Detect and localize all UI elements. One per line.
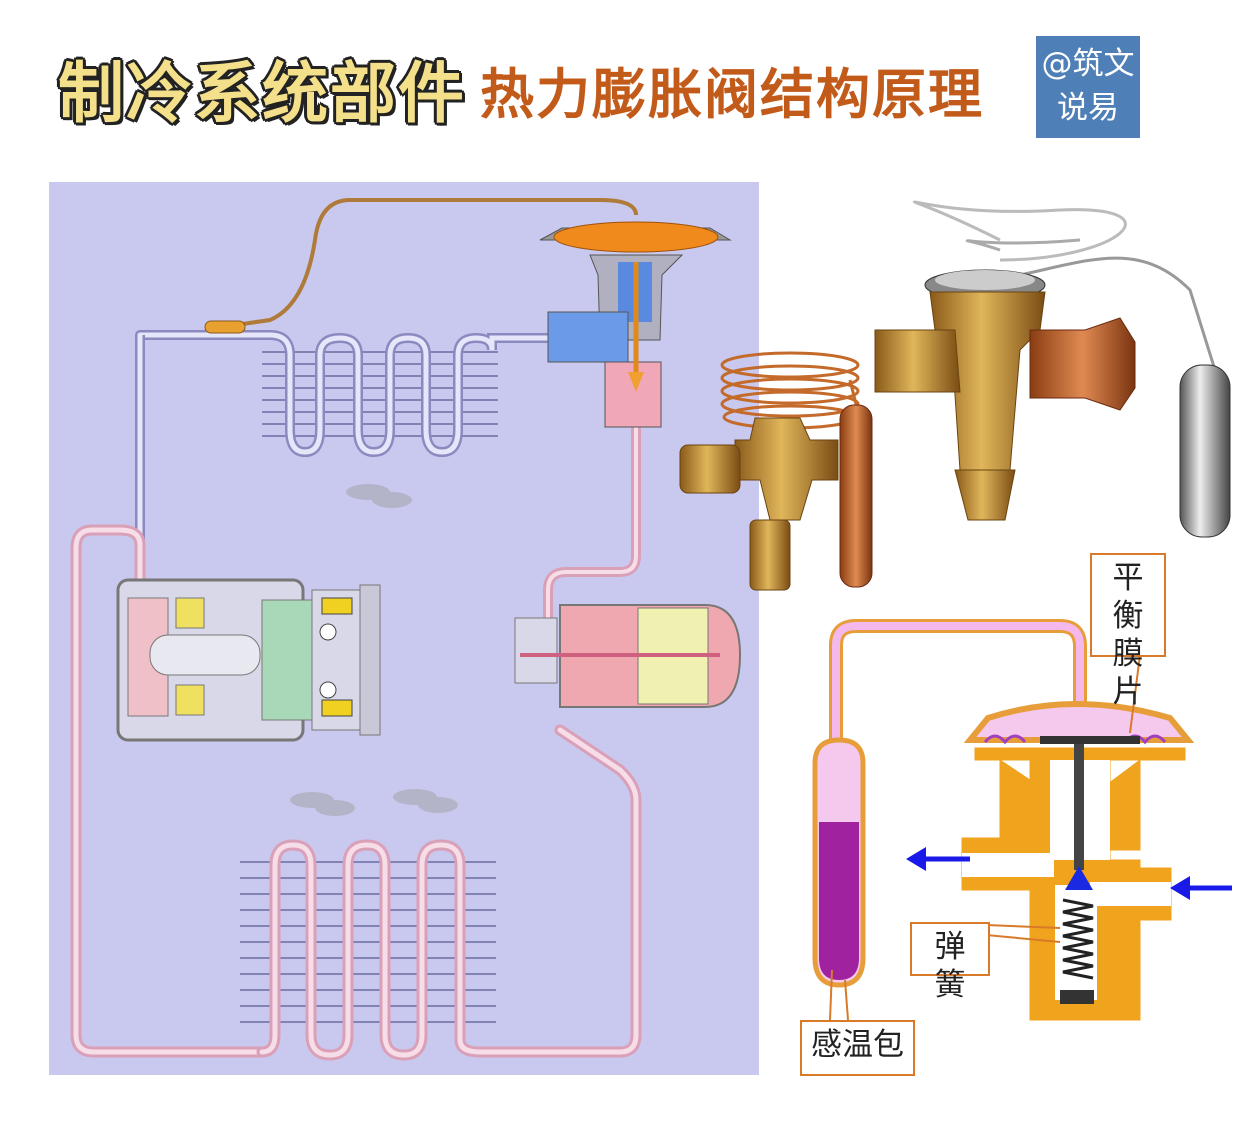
- diaphragm-label-line1: 平衡: [1112, 560, 1144, 634]
- compressor-schematic: [116, 578, 381, 742]
- watermark-line2: 说易: [1057, 90, 1119, 126]
- expansion-valve-photo-large: [874, 200, 1231, 538]
- condenser-fan-icon: [290, 789, 458, 816]
- spring-label: 弹簧: [910, 922, 990, 1003]
- diaphragm-plate: [1040, 736, 1140, 744]
- receiver-drier-schematic: [514, 604, 742, 708]
- expansion-valve-photo-small: [679, 351, 873, 591]
- diaphragm-label-line2: 膜片: [1112, 636, 1144, 710]
- push-rod: [1074, 744, 1084, 870]
- sensing-bulb-label-text: 感温包: [811, 1027, 904, 1063]
- evaporator-coil: [135, 330, 553, 458]
- condenser-coil: [240, 724, 642, 1061]
- capillary-tube: [214, 198, 638, 330]
- spring-label-text: 弹簧: [934, 929, 966, 1003]
- evaporator-fan-icon: [346, 484, 412, 508]
- inlet-passage: [1090, 882, 1171, 906]
- refrigeration-cycle-schematic: [49, 182, 759, 1075]
- outlet-flow-arrow-icon: [906, 847, 970, 871]
- diaphragm-label: 平衡 膜片: [1090, 553, 1166, 710]
- main-title: 制冷系统部件: [58, 55, 466, 132]
- sensing-bulb-detail: [812, 737, 866, 988]
- txv-cross-section-diagram: [812, 619, 1232, 1021]
- expansion-valve-schematic: [539, 221, 732, 428]
- capillary-tube-detail: [832, 622, 1084, 758]
- inlet-flow-arrow-icon: [1170, 876, 1232, 900]
- valve-needle: [1065, 866, 1093, 890]
- sensing-bulb-small: [204, 320, 246, 334]
- adjusting-screw: [1060, 990, 1094, 1004]
- sensing-bulb-label: 感温包: [800, 1020, 915, 1076]
- watermark-badge: @筑文 说易: [1036, 36, 1140, 138]
- watermark-line1: @筑文: [1041, 46, 1135, 82]
- outlet-passage: [962, 853, 1054, 877]
- spring: [1062, 898, 1094, 980]
- sub-title: 热力膨胀阀结构原理: [480, 63, 984, 126]
